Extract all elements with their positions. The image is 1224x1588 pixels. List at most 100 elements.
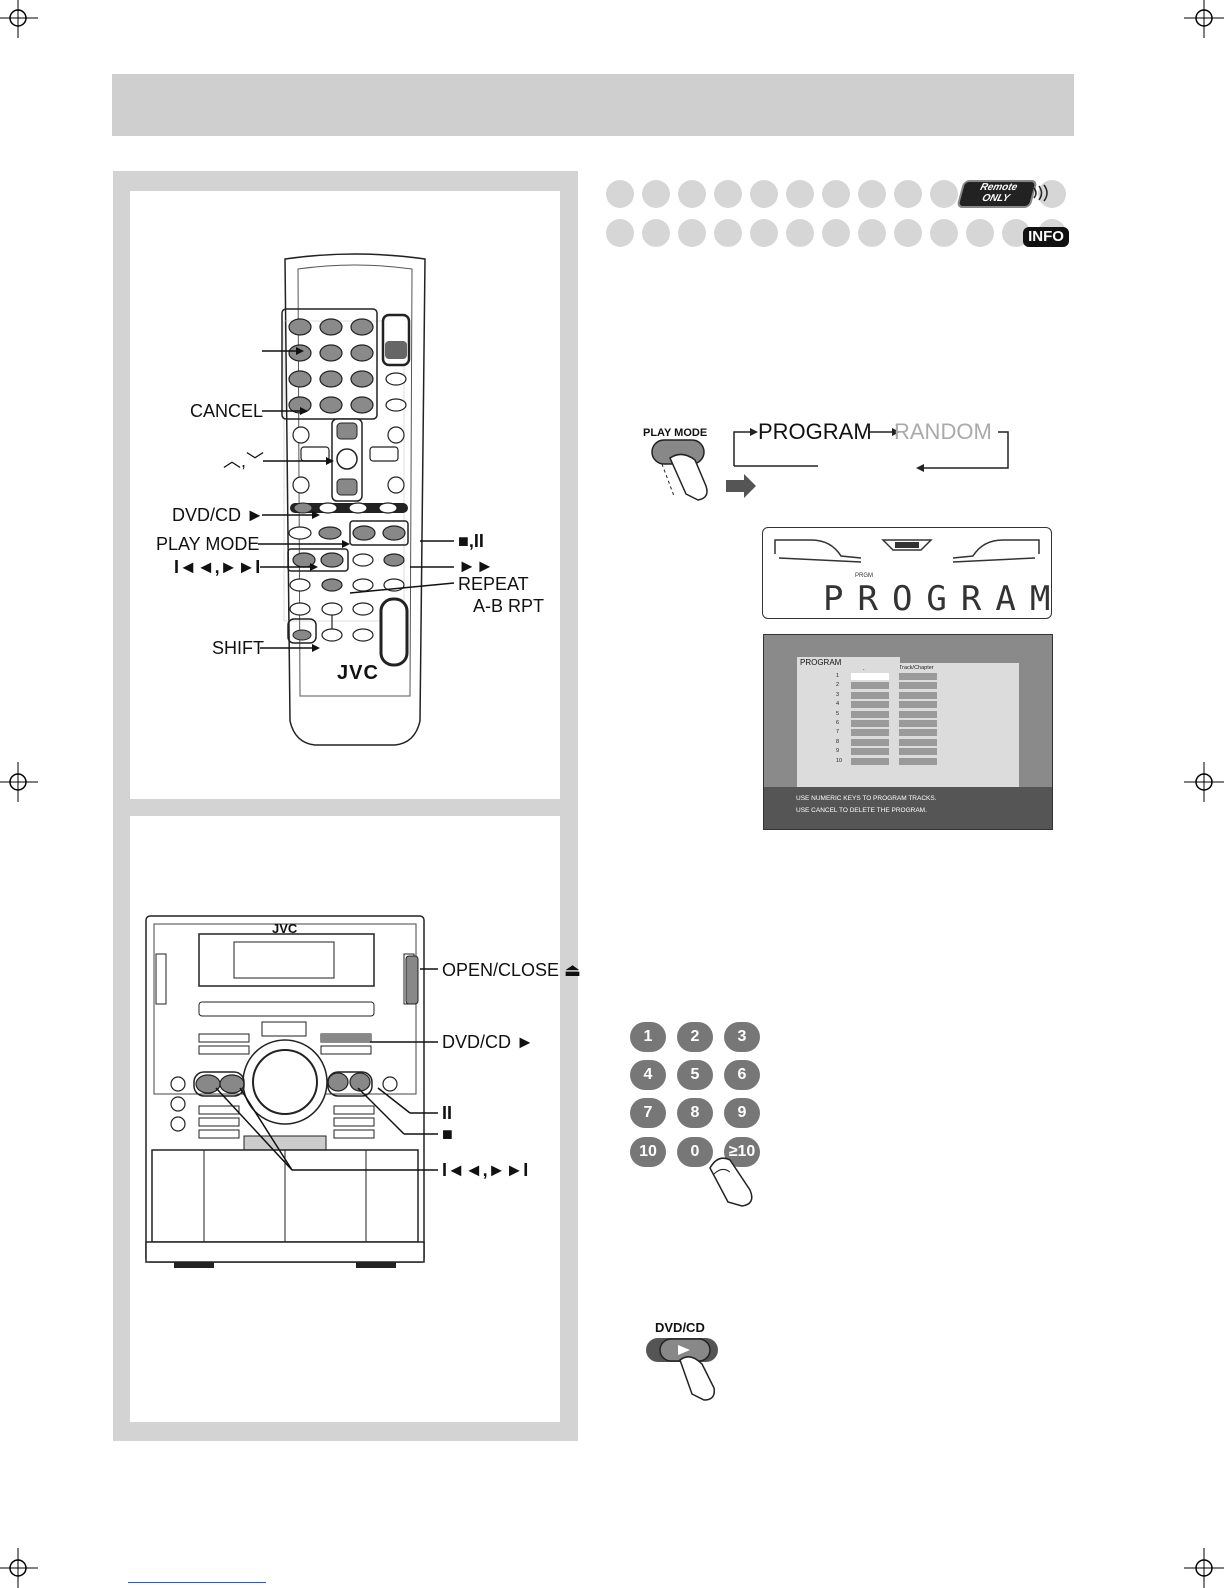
play-mode-button-label: PLAY MODE — [643, 427, 708, 439]
osd-track-cell — [899, 720, 937, 727]
skip-label: I◄◄,►►I — [174, 557, 261, 577]
dot-row-1 — [606, 180, 1066, 208]
info-badge: INFO — [1023, 227, 1069, 247]
remote-signal-icon — [1033, 184, 1048, 202]
osd-group-cell — [851, 720, 889, 727]
program-osd-screen: No Group/Title Track/Chapter 12345678910… — [763, 634, 1053, 830]
flow-program: PROGRAM — [758, 419, 872, 444]
dvd-cd-play-label: DVD/CD ► — [172, 505, 264, 525]
callout-lines — [258, 347, 455, 652]
osd-row-number: 7 — [836, 729, 840, 736]
osd-row: 7 — [797, 729, 1019, 739]
footer-rule — [128, 1582, 266, 1583]
flow-random: RANDOM — [894, 419, 992, 444]
osd-group-cell — [851, 673, 889, 680]
remote-control-illustration — [281, 253, 426, 746]
unit-stop-label: ■ — [442, 1124, 453, 1144]
main-unit-card: JVC OPEN/CLOSE ⏏ DVD/CD ► II ■ I◄◄,►►I — [130, 816, 581, 1422]
registration-mark — [1184, 762, 1224, 802]
osd-row-number: 8 — [836, 738, 840, 745]
osd-group-cell — [851, 729, 889, 737]
registration-mark — [0, 0, 38, 38]
finger-press-icon — [709, 1157, 753, 1207]
unit-skip-label: I◄◄,►►I — [442, 1160, 529, 1180]
numkey-5[interactable]: 5 — [677, 1060, 713, 1090]
shift-label: SHIFT — [212, 638, 264, 658]
osd-row-number: 10 — [836, 757, 843, 764]
fast-forward-label: ►► — [458, 556, 494, 576]
lcd-text: PROGRAM — [823, 579, 1065, 619]
unit-dvd-cd-play-label: DVD/CD ► — [442, 1032, 534, 1052]
numkey-9[interactable]: 9 — [724, 1098, 760, 1128]
numkey-3[interactable]: 3 — [724, 1022, 760, 1052]
flow-arrows — [733, 428, 1009, 472]
osd-row-number: 5 — [836, 710, 840, 717]
remote-card: JVC CANCEL ︿,﹀ DVD/CD ► PLAY MODE I◄◄,►►… — [130, 191, 560, 799]
osd-row: 10 — [797, 757, 1019, 768]
osd-tab: PROGRAM — [797, 657, 900, 669]
osd-row: 5 — [797, 710, 1019, 721]
osd-track-cell — [899, 673, 937, 680]
numkey-8[interactable]: 8 — [677, 1098, 713, 1128]
lcd-prgm-indicator: PRGM — [855, 573, 873, 579]
osd-message-2: USE CANCEL TO DELETE THE PROGRAM. — [796, 807, 927, 814]
osd-track-cell — [899, 748, 937, 756]
osd-row: 4 — [797, 701, 1019, 711]
osd-group-cell — [851, 748, 889, 756]
osd-row-number: 9 — [836, 748, 840, 755]
lcd-segments — [774, 539, 1040, 563]
dot-row-2 — [606, 219, 1066, 247]
play-mode-press-illustration — [651, 439, 756, 501]
unit-callout-lines — [215, 968, 438, 1171]
osd-row: 1 — [797, 673, 1019, 683]
cancel-label: CANCEL — [190, 401, 264, 421]
main-unit-illustration — [145, 915, 425, 1268]
osd-row: 6 — [797, 720, 1019, 730]
osd-row-number: 1 — [836, 673, 840, 679]
header-band — [112, 74, 1074, 136]
osd-track-cell — [899, 710, 937, 718]
open-close-label: OPEN/CLOSE ⏏ — [442, 960, 582, 980]
stop-pause-label: ■,II — [458, 531, 484, 551]
dvd-cd-button-label: DVD/CD — [655, 1320, 705, 1335]
up-down-label: ︿,﹀ — [223, 451, 265, 471]
numkey-7[interactable]: 7 — [630, 1098, 666, 1128]
ab-repeat-label: A-B RPT — [473, 596, 545, 616]
unit-brand-logo: JVC — [272, 921, 298, 936]
registration-mark — [1184, 0, 1224, 38]
osd-track-cell — [899, 738, 937, 746]
play-mode-label: PLAY MODE — [156, 534, 260, 554]
osd-row: 2 — [797, 682, 1019, 692]
osd-footer: USE NUMERIC KEYS TO PROGRAM TRACKS. USE … — [764, 787, 1052, 829]
numkey-4[interactable]: 4 — [630, 1060, 666, 1090]
osd-track-cell — [899, 701, 937, 709]
osd-row: 9 — [797, 748, 1019, 758]
osd-track-cell — [899, 682, 937, 690]
osd-track-cell — [899, 691, 937, 699]
osd-row-number: 4 — [836, 701, 840, 708]
osd-row: 8 — [797, 738, 1019, 749]
osd-track-cell — [899, 729, 937, 737]
numkey-6[interactable]: 6 — [724, 1060, 760, 1090]
osd-track-cell — [899, 757, 937, 765]
osd-message-1: USE NUMERIC KEYS TO PROGRAM TRACKS. — [796, 795, 937, 802]
osd-group-cell — [851, 738, 889, 746]
lcd-display: PRGM PROGRAM — [762, 527, 1052, 619]
numkey-10[interactable]: 10 — [630, 1137, 666, 1167]
registration-mark — [0, 1548, 38, 1588]
numkey-1[interactable]: 1 — [630, 1022, 666, 1052]
registration-mark — [1184, 1548, 1224, 1588]
osd-row-number: 6 — [836, 720, 840, 726]
numkey-2[interactable]: 2 — [677, 1022, 713, 1052]
numkey-0[interactable]: 0 — [677, 1137, 713, 1167]
unit-pause-label: II — [442, 1103, 453, 1123]
dvd-cd-play-press-illustration — [646, 1338, 718, 1401]
osd-row-number: 2 — [836, 682, 840, 689]
osd-group-cell — [851, 701, 889, 709]
osd-row-number: 3 — [836, 691, 840, 698]
osd-group-cell — [851, 691, 889, 699]
osd-row: 3 — [797, 691, 1019, 702]
repeat-label: REPEAT — [458, 574, 529, 594]
